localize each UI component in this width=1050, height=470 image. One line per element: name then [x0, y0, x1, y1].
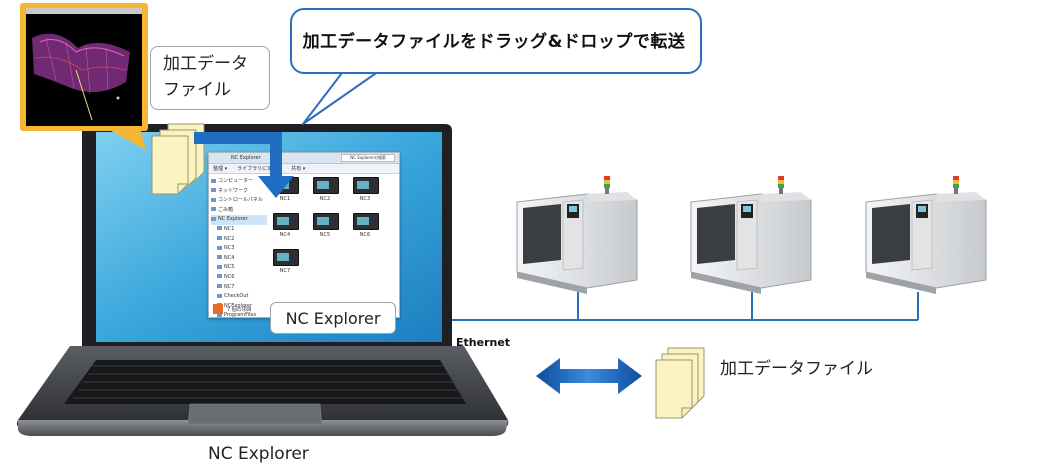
tree-item[interactable]: NC3	[211, 244, 267, 254]
file-stack-source	[151, 123, 205, 195]
tree-item[interactable]: NC6	[211, 273, 267, 283]
drag-drop-callout	[290, 8, 702, 74]
file-stack-transfer	[655, 347, 705, 419]
folder-icon	[211, 197, 216, 202]
explorer-address-bar[interactable]: NC Explorer NC Explorerの検索	[209, 153, 399, 164]
tree-item[interactable]: NC7	[211, 283, 267, 293]
nc-machine-item[interactable]: NC7	[273, 249, 303, 279]
nc-machine-item[interactable]: NC3	[353, 177, 383, 207]
explorer-toolbar: 整理 ▾ ライブラリに追加 ▾ 共有 ▾	[209, 164, 399, 174]
toolbar-add-to-library[interactable]: ライブラリに追加 ▾	[237, 166, 282, 172]
ethernet-label: Ethernet	[456, 336, 511, 349]
nc-machine-item[interactable]: NC2	[313, 177, 343, 207]
tree-item[interactable]: コントロールパネル	[211, 196, 267, 206]
tree-item[interactable]: CheckOut	[211, 292, 267, 302]
folder-icon	[211, 207, 216, 212]
screen-app-label: NC Explorer	[270, 302, 396, 334]
source-file-label-line2: ファイル	[163, 80, 231, 100]
callout-gap	[336, 66, 386, 71]
folder-icon	[211, 216, 216, 221]
folder-icon	[217, 312, 222, 317]
drag-arrow	[194, 132, 294, 198]
tree-item[interactable]: ごみ箱	[211, 206, 267, 216]
laptop-caption: NC Explorer	[208, 444, 309, 464]
nc-monitor-icon	[313, 213, 339, 230]
cad-viewer-window	[26, 8, 142, 126]
tree-item[interactable]: コンピューター	[211, 177, 267, 187]
folder-icon	[217, 245, 222, 250]
folder-icon	[217, 293, 222, 298]
tree-item[interactable]: NC1	[211, 225, 267, 235]
transfer-double-arrow	[536, 358, 642, 394]
folder-icon	[211, 178, 216, 183]
status-item-count: 7 個の項目	[227, 306, 252, 313]
tree-item[interactable]: ネットワーク	[211, 187, 267, 197]
machine-2	[690, 176, 812, 294]
machine-1	[516, 176, 638, 294]
folder-icon	[211, 188, 216, 193]
tree-item[interactable]: NC2	[211, 235, 267, 245]
nc-machine-item[interactable]: NC5	[313, 213, 343, 243]
transfer-file-label: 加工データファイル	[720, 359, 873, 379]
app-logo-icon	[213, 304, 223, 314]
ethernet-network	[452, 292, 919, 321]
tree-item[interactable]: ProgramFiles	[211, 311, 267, 321]
nc-explorer-window[interactable]: NC Explorer NC Explorerの検索 整理 ▾ ライブラリに追加…	[208, 152, 400, 318]
nc-machine-item[interactable]: NC4	[273, 213, 303, 243]
source-file-label: 加工データ ファイル	[150, 46, 270, 110]
cad-pointer	[106, 128, 146, 150]
explorer-search-input[interactable]: NC Explorerの検索	[341, 154, 395, 162]
nc-monitor-icon	[273, 249, 299, 266]
folder-icon	[217, 284, 222, 289]
explorer-title: NC Explorer	[231, 155, 261, 161]
nc-monitor-icon	[353, 213, 379, 230]
cad-surface-image	[26, 8, 142, 121]
tree-item[interactable]: NC Explorer	[211, 215, 267, 225]
tree-item[interactable]: NC5	[211, 263, 267, 273]
callout-pointer	[302, 68, 383, 125]
explorer-nav-tree: コンピューター ネットワーク コントロールパネル ごみ箱 NC Explorer…	[211, 177, 267, 321]
folder-icon	[217, 255, 222, 260]
folder-icon	[217, 264, 222, 269]
folder-icon	[217, 226, 222, 231]
nc-machine-item[interactable]: NC6	[353, 213, 383, 243]
toolbar-organize[interactable]: 整理 ▾	[213, 166, 228, 172]
toolbar-share[interactable]: 共有 ▾	[291, 166, 306, 172]
source-file-label-line1: 加工データ	[163, 54, 248, 74]
nc-monitor-icon	[353, 177, 379, 194]
folder-icon	[217, 274, 222, 279]
folder-icon	[217, 236, 222, 241]
nc-monitor-icon	[313, 177, 339, 194]
callout-text: 加工データファイルをドラッグ&ドロップで転送	[302, 31, 686, 52]
tree-item[interactable]: NC4	[211, 254, 267, 264]
machine-3	[865, 176, 987, 294]
nc-monitor-icon	[273, 213, 299, 230]
explorer-status-bar: 7 個の項目	[213, 304, 252, 314]
